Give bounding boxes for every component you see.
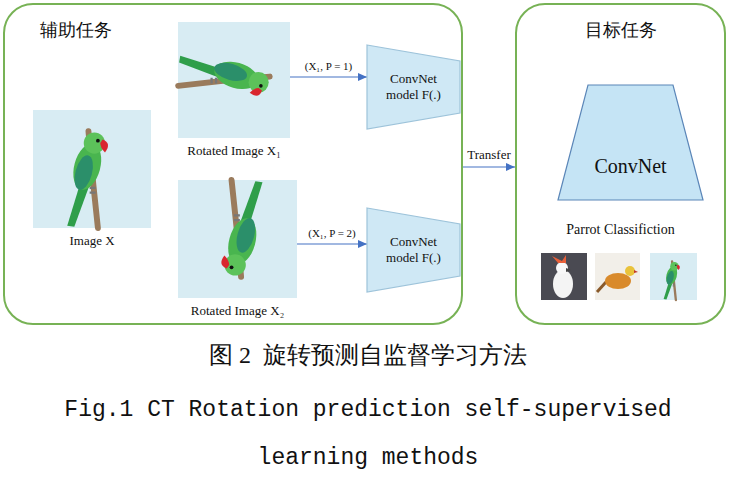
trapezoid-shape (558, 85, 703, 200)
bird-head (556, 262, 568, 274)
model-trapezoid: ConvNet model F(.) (367, 208, 460, 292)
bird-beak (634, 270, 638, 273)
panel-heading: 目标任务 (517, 19, 724, 41)
image-background (178, 180, 297, 298)
image-box: Image X (33, 110, 151, 228)
thumbnail-pheasant (595, 253, 640, 300)
box-label: ConvNet model F(.) (379, 71, 449, 103)
bird-head (625, 266, 635, 276)
panel-heading: 辅助任务 (40, 19, 112, 41)
bird-tail (597, 282, 606, 292)
model-trapezoid: ConvNet (558, 85, 703, 200)
edge-label: (X₁, P = 2) (306, 226, 358, 240)
image-box: Rotated Image X₂ (178, 180, 297, 298)
task-panel: 辅助任务Image XRotated Image X₁ConvNet model… (3, 3, 463, 325)
figure-caption-english: Fig.1 CT Rotation prediction self-superv… (40, 386, 696, 482)
thumbnail-background (650, 253, 697, 300)
edge-label: (X₁, P = 1) (303, 59, 355, 73)
parrot-image-rotated (178, 56, 270, 96)
trapezoid-outline (558, 85, 703, 200)
box-label: ConvNet model F(.) (379, 234, 449, 266)
thumbnail-background (541, 253, 587, 300)
image-caption: Image X (69, 233, 114, 249)
bird-body (605, 273, 631, 289)
trapezoid-shape (367, 208, 460, 292)
thumbnail-background (595, 253, 640, 300)
image-box: Rotated Image X₁ (178, 22, 290, 138)
classification-label: Parrot Classifiction (515, 221, 726, 239)
bird-crest (552, 255, 566, 263)
parrot-image-rotated (221, 180, 262, 277)
trapezoid-shape (367, 45, 460, 129)
arrow-connector (463, 166, 515, 167)
image-background (33, 110, 151, 228)
parrot-image (67, 131, 108, 228)
image-caption: Rotated Image X₂ (191, 303, 284, 319)
task-panel: 目标任务 ConvNet (515, 3, 726, 325)
model-trapezoid: ConvNet model F(.) (367, 45, 460, 129)
bird-body (553, 270, 573, 298)
parrot-thumbnail (664, 261, 680, 300)
image-background (178, 22, 290, 138)
figure-caption: 图 2 旋转预测自监督学习方法 (0, 340, 736, 370)
thumbnail-cockatoo (541, 253, 587, 300)
bird-beak (566, 268, 571, 272)
edge-label: Transfer (465, 147, 513, 163)
arrow-connector (297, 243, 367, 244)
image-caption: Rotated Image X₁ (187, 143, 280, 159)
arrow-connector (290, 76, 367, 77)
box-label: ConvNet (594, 154, 666, 178)
